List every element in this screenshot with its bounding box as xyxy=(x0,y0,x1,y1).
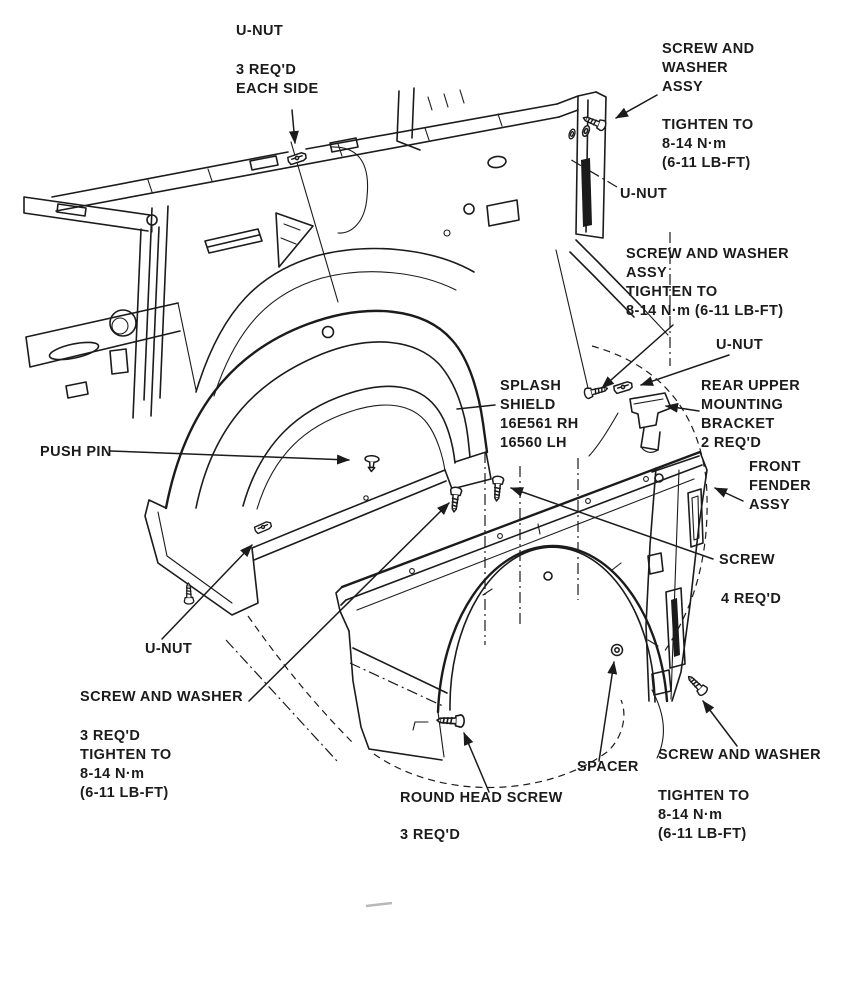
label-line: 4 REQ'D xyxy=(721,591,782,607)
label-line: (6-11 LB-FT) xyxy=(662,155,751,171)
label-screw-washer-br: SCREW AND WASHER xyxy=(658,746,821,765)
screw-icon xyxy=(183,582,195,605)
leader-screw-4 xyxy=(510,487,714,560)
label-line: TIGHTEN TO xyxy=(662,117,754,133)
leader-u-nut-bl xyxy=(161,544,253,640)
leader-screw-washer-br xyxy=(702,700,738,747)
label-line: 3 REQ'D xyxy=(400,827,461,843)
splash-shield-part xyxy=(144,309,492,616)
label-screw-washer-assy-mid: SCREW AND WASHER ASSY TIGHTEN TO 8-14 N·m (… xyxy=(626,245,789,321)
push-pin-icon xyxy=(363,454,380,473)
label-screw-washer-bl: SCREW AND WASHER xyxy=(80,688,243,707)
label-line: SPLASH xyxy=(500,378,562,394)
fasteners xyxy=(183,112,710,729)
label-line: (6-11 LB-FT) xyxy=(658,826,747,842)
label-u-nut-top-qty: 3 REQ'D EACH SIDE xyxy=(236,61,319,99)
leader-u-nut-tr xyxy=(567,157,618,188)
label-screw-washer-assy-tr-torque: TIGHTEN TO 8-14 N·m (6-11 LB-FT) xyxy=(662,116,754,173)
leader-rear-upper-bracket xyxy=(665,402,700,413)
leader-push-pin xyxy=(109,450,350,465)
label-front-fender-assy: FRONT FENDER ASSY xyxy=(749,458,811,515)
screw-icon xyxy=(447,486,463,514)
leader-u-nut-bracket xyxy=(640,354,730,386)
leader-screw-washer-tr xyxy=(615,94,658,119)
label-line: FRONT xyxy=(749,459,801,475)
leader-u-nut-top xyxy=(288,109,299,144)
label-line: SCREW AND WASHER xyxy=(658,747,821,763)
label-line: U-NUT xyxy=(716,337,764,353)
label-line: U-NUT xyxy=(620,186,668,202)
label-line: SPACER xyxy=(577,759,639,775)
u-nut-icon xyxy=(253,520,273,535)
rear-upper-mounting-bracket-part xyxy=(629,392,672,453)
screw-icon xyxy=(684,672,710,698)
label-screw-washer-bl-torque: 3 REQ'D TIGHTEN TO 8-14 N·m (6-11 LB-FT) xyxy=(80,727,172,803)
label-line: SCREW AND WASHER xyxy=(80,689,243,705)
body-structure-part xyxy=(23,87,641,419)
label-screw: SCREW xyxy=(719,551,775,570)
leader-spacer xyxy=(598,661,618,762)
label-line: TIGHTEN TO xyxy=(626,284,718,300)
label-u-nut-bl: U-NUT xyxy=(145,640,192,659)
label-line: ASSY xyxy=(626,265,668,281)
label-line: MOUNTING xyxy=(701,397,784,413)
u-nut-icon xyxy=(612,380,634,395)
label-rear-upper-mounting-bracket: REAR UPPER MOUNTING BRACKET 2 REQ'D xyxy=(701,377,800,453)
label-round-head-screw: ROUND HEAD SCREW xyxy=(400,789,563,808)
label-line: 8-14 N·m xyxy=(658,807,723,823)
label-splash-shield: SPLASH SHIELD 16E561 RH 16560 LH xyxy=(500,377,579,453)
label-line: ROUND HEAD SCREW xyxy=(400,790,563,806)
label-line: 8-14 N·m xyxy=(80,766,145,782)
leader-splash-shield xyxy=(456,404,496,410)
label-line: SCREW AND xyxy=(662,41,755,57)
label-line: U-NUT xyxy=(145,641,193,657)
label-line: TIGHTEN TO xyxy=(658,788,750,804)
label-line: TIGHTEN TO xyxy=(80,747,172,763)
label-line: EACH SIDE xyxy=(236,81,319,97)
leader-front-fender xyxy=(714,487,744,502)
leader-round-head-screw xyxy=(463,732,490,793)
label-push-pin: PUSH PIN xyxy=(40,443,112,462)
label-screw-qty: 4 REQ'D xyxy=(721,590,781,609)
label-u-nut-bracket: U-NUT xyxy=(716,336,763,355)
label-line: 8-14 N·m (6-11 LB-FT) xyxy=(626,303,784,319)
label-line: U-NUT xyxy=(236,23,284,39)
label-line: BRACKET xyxy=(701,416,775,432)
spacer-icon xyxy=(610,643,624,657)
label-spacer: SPACER xyxy=(577,758,639,777)
u-nut-icon xyxy=(286,151,308,166)
label-line: FENDER xyxy=(749,478,812,494)
round-head-screw-icon xyxy=(435,713,466,729)
label-line: SCREW xyxy=(719,552,775,568)
leader-screw-washer-bl xyxy=(248,502,450,702)
label-line: 16560 LH xyxy=(500,435,567,451)
label-line: SHIELD xyxy=(500,397,556,413)
label-u-nut-tr: U-NUT xyxy=(620,185,667,204)
label-line: ASSY xyxy=(749,497,791,513)
label-line: 16E561 RH xyxy=(500,416,579,432)
label-line: 8-14 N·m xyxy=(662,136,727,152)
label-line: SCREW AND WASHER xyxy=(626,246,789,262)
label-line: WASHER xyxy=(662,60,729,76)
front-fender-part xyxy=(335,450,708,761)
label-screw-washer-br-torque: TIGHTEN TO 8-14 N·m (6-11 LB-FT) xyxy=(658,787,750,844)
washer-icon xyxy=(580,124,592,138)
label-line: (6-11 LB-FT) xyxy=(80,785,169,801)
label-screw-washer-assy-tr: SCREW AND WASHER ASSY xyxy=(662,40,754,97)
leader-lines xyxy=(109,94,744,793)
label-line: ASSY xyxy=(662,79,704,95)
label-round-head-screw-qty: 3 REQ'D xyxy=(400,826,460,845)
label-line: PUSH PIN xyxy=(40,444,112,460)
leader-screw-washer-mid xyxy=(601,324,674,389)
u-nut-icon xyxy=(567,127,577,141)
label-line: 2 REQ'D xyxy=(701,435,762,451)
screw-icon xyxy=(490,475,505,503)
label-u-nut-top: U-NUT xyxy=(236,22,283,41)
label-line: 3 REQ'D xyxy=(236,62,297,78)
label-line: REAR UPPER xyxy=(701,378,801,394)
label-line: 3 REQ'D xyxy=(80,728,141,744)
